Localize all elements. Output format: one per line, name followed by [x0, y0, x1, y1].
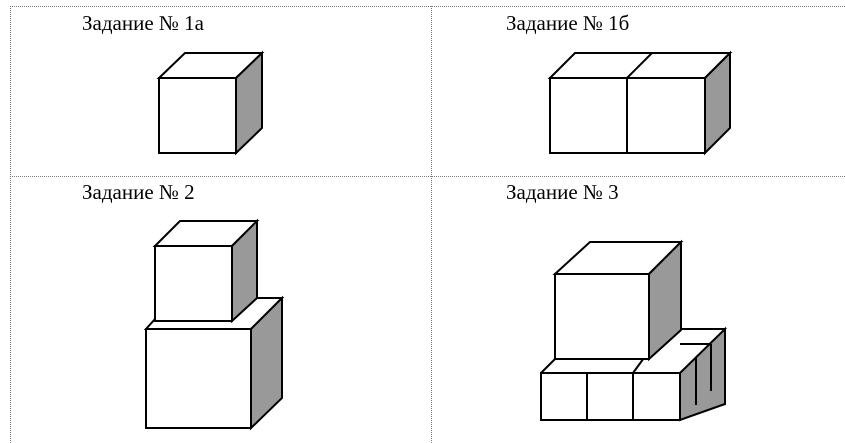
cube-front-face [158, 77, 237, 154]
task-cell-2: Задание № 2 [10, 176, 431, 443]
base-front-cube-3 [632, 372, 681, 421]
large-cube-front-face [145, 328, 252, 429]
task-label-2: Задание № 2 [82, 180, 195, 204]
small-cube-front-face [154, 245, 233, 322]
task-cell-1a: Задание № 1а [10, 6, 431, 176]
figure-1a-cube [156, 50, 265, 156]
big-cube-front-face [554, 273, 650, 360]
cube-top-edge [626, 52, 653, 79]
figure-3-composite [540, 239, 727, 422]
task-label-3: Задание № 3 [506, 180, 619, 204]
task-label-1a: Задание № 1а [82, 11, 205, 35]
figure-1b-two-cubes [547, 50, 733, 156]
task-cell-3: Задание № 3 [431, 176, 845, 443]
task-cell-1b: Задание № 1б [431, 6, 845, 176]
base-front-cube-1 [540, 372, 588, 421]
cube-front-face-right [626, 77, 706, 154]
base-top-edge-left [540, 358, 556, 374]
table-left-border [10, 6, 11, 443]
task-label-1b: Задание № 1б [506, 11, 630, 35]
base-front-cube-2 [586, 372, 634, 421]
table-top-border [10, 6, 845, 7]
cube-front-face-left [549, 77, 628, 154]
figure-2-stacked-cubes [143, 218, 285, 431]
table-row-divider [10, 176, 845, 177]
table-column-divider [431, 6, 432, 443]
